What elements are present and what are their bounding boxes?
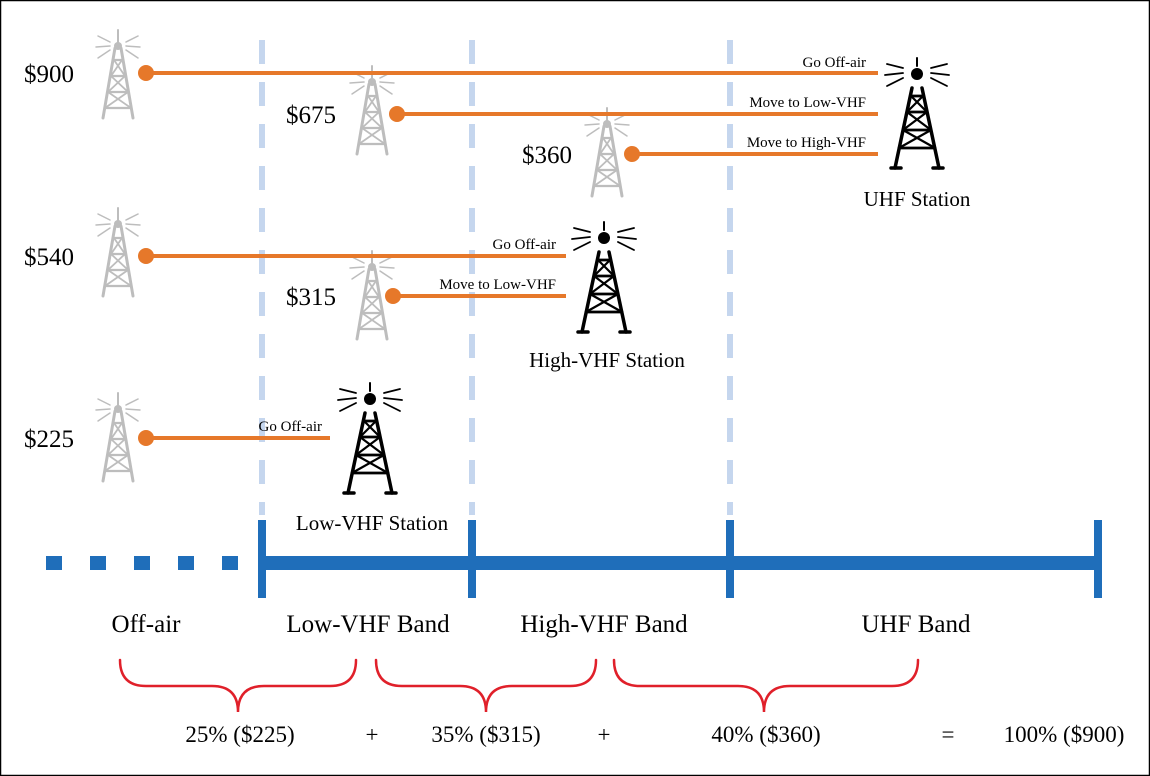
price-uhf-lowvhf: $675 <box>286 102 336 129</box>
breakdown-total: 100% ($900) <box>1004 722 1125 747</box>
band-label-uhf: UHF Band <box>861 611 971 638</box>
off-air-dotted-axis <box>46 556 238 570</box>
band-label-high-vhf: High-VHF Band <box>520 611 688 638</box>
low-vhf-station-label: Low-VHF Station <box>296 511 449 535</box>
uhf-station-label: UHF Station <box>864 187 971 211</box>
dot-uhf-highvhf <box>624 146 640 162</box>
price-uhf-highvhf: $360 <box>522 142 572 169</box>
brace-high <box>612 658 920 713</box>
brace-mid <box>374 658 598 713</box>
brace-low <box>118 658 358 713</box>
action-lvhf-offair: Go Off-air <box>259 419 322 435</box>
action-hvhf-offair: Go Off-air <box>493 237 556 253</box>
dot-hvhf-lowvhf <box>385 288 401 304</box>
band-boundary-lines <box>259 40 733 515</box>
dot-uhf-lowvhf <box>389 106 405 122</box>
band-label-low-vhf: Low-VHF Band <box>286 611 450 638</box>
price-hvhf-lowvhf: $315 <box>286 284 336 311</box>
price-hvhf-offair: $540 <box>24 244 74 271</box>
dot-hvhf-offair <box>138 248 154 264</box>
breakdown-mid: 35% ($315) <box>431 722 540 747</box>
high-vhf-station-label: High-VHF Station <box>529 348 685 372</box>
price-lvhf-offair: $225 <box>24 426 74 453</box>
dot-lvhf-offair <box>138 430 154 446</box>
breakdown-low: 25% ($225) <box>185 722 294 747</box>
breakdown-plus-1: + <box>366 722 379 747</box>
dot-uhf-offair <box>138 65 154 81</box>
band-label-off-air: Off-air <box>112 611 182 638</box>
band-axis <box>258 520 1102 598</box>
action-uhf-highvhf: Move to High-VHF <box>747 135 866 151</box>
action-hvhf-lowvhf: Move to Low-VHF <box>439 277 556 293</box>
action-uhf-offair: Go Off-air <box>803 55 866 71</box>
action-uhf-lowvhf: Move to Low-VHF <box>749 95 866 111</box>
breakdown-plus-2: + <box>598 722 611 747</box>
breakdown-equals: = <box>942 722 955 747</box>
breakdown-high: 40% ($360) <box>711 722 820 747</box>
price-uhf-offair: $900 <box>24 61 74 88</box>
